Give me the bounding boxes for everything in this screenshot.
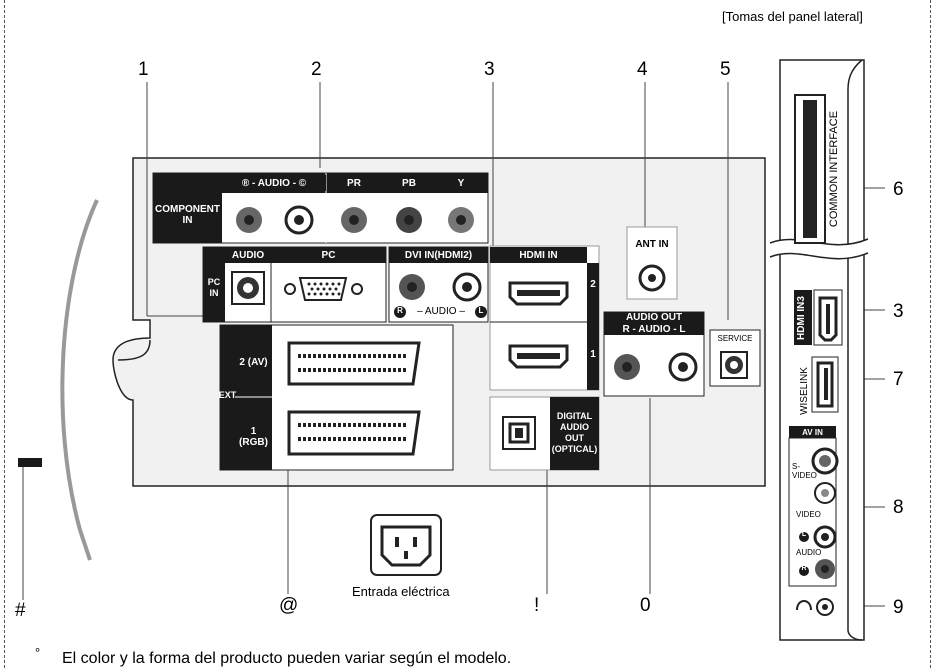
callout-4: 4: [637, 59, 648, 80]
component-audio-header: ® - AUDIO - ©: [222, 175, 326, 191]
right-dashed-border: [930, 0, 931, 668]
product-note: El color y la forma del producto pueden …: [62, 650, 512, 667]
callout-exclamation: !: [534, 595, 540, 616]
pc-in-label: PC IN: [203, 268, 225, 308]
dvi-l-label: L: [478, 306, 484, 315]
y-label: Y: [441, 175, 481, 191]
side-l-label: L: [801, 531, 807, 538]
hdmi-in-header: HDMI IN: [490, 248, 587, 262]
callout-3: 3: [484, 59, 495, 80]
dvi-r-label: R: [397, 306, 403, 315]
side-r-label: R: [801, 565, 807, 572]
ext-port-1-label: 1 (RGB): [235, 420, 272, 454]
callout-hash: #: [15, 600, 26, 621]
power-input-caption: Entrada eléctrica: [352, 584, 450, 599]
callout-5: 5: [720, 59, 731, 80]
ext-port-2-label: 2 (AV): [235, 345, 272, 379]
callout-9: 9: [893, 597, 904, 618]
s-video-label: S-VIDEO: [792, 462, 817, 480]
cable-curve: [60, 199, 99, 561]
common-interface-label: COMMON INTERFACE: [828, 110, 840, 228]
hash-marker: [18, 458, 42, 467]
callout-8: 8: [893, 497, 904, 518]
callout-1: 1: [138, 59, 149, 80]
hdmi-in3-label: HDMI IN3: [796, 296, 807, 340]
pr-label: PR: [334, 175, 374, 191]
av-in-label: AV IN: [789, 426, 836, 438]
wiselink-label: WISELINK: [799, 367, 810, 415]
side-panel-title: [Tomas del panel lateral]: [722, 9, 863, 24]
audio-out-sub: R - AUDIO - L: [604, 323, 704, 335]
callout-6: 6: [893, 179, 904, 200]
dvi-header: DVI IN(HDMI2): [389, 248, 488, 262]
side-panel: [767, 59, 871, 641]
vga-port: [284, 277, 363, 301]
component-rca-jacks: [236, 205, 474, 235]
scart-ports: [287, 341, 421, 456]
service-label: SERVICE: [717, 334, 753, 343]
callout-zero: 0: [640, 595, 651, 616]
hdmi-port-1-label: 1: [587, 346, 599, 362]
audio-side-label: AUDIO: [796, 548, 822, 557]
pc-audio-jack: [231, 271, 265, 305]
pc-label: PC: [271, 248, 386, 262]
left-dashed-border: [4, 0, 5, 668]
video-label: VIDEO: [796, 510, 821, 519]
pc-audio-label: AUDIO: [225, 248, 271, 262]
hdmi-port-2-label: 2: [587, 276, 599, 292]
pb-label: PB: [389, 175, 429, 191]
callout-2: 2: [311, 59, 322, 80]
power-inlet: [370, 514, 442, 576]
hdmi-ports-main: [508, 281, 569, 369]
callout-7: 7: [893, 369, 904, 390]
ant-in-label: ANT IN: [635, 239, 669, 250]
dvi-audio-label: – AUDIO –: [417, 306, 465, 317]
component-in-label: COMPONENT IN: [153, 196, 222, 234]
ext-label: EXT: [219, 385, 236, 405]
optical-out-label: DIGITAL AUDIO OUT (OPTICAL): [550, 400, 599, 466]
note-bullet: °: [35, 645, 41, 660]
callout-at: @: [279, 595, 299, 616]
callout-3-side: 3: [893, 301, 904, 322]
audio-out-header: AUDIO OUT: [604, 312, 704, 323]
